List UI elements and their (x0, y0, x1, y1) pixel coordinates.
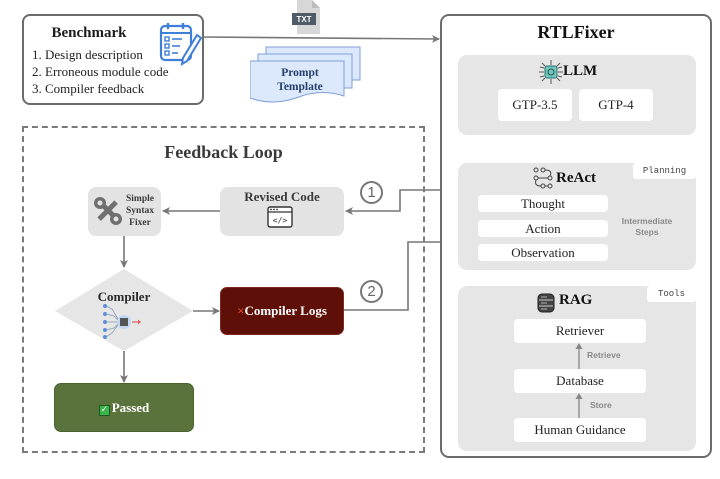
benchmark-title: Benchmark (51, 25, 127, 41)
prompt-template-label: Prompt Template (262, 66, 338, 94)
txt-file-icon (292, 0, 320, 34)
store-edge-label: Store (590, 400, 612, 410)
model-gtp-4: GTP-4 (579, 89, 653, 121)
benchmark-box: Benchmark 1. Design description 2. Erron… (22, 14, 204, 105)
ssf-line: Syntax (126, 206, 154, 216)
passed-label: ✓Passed (54, 400, 194, 416)
code-window-icon: </> (267, 206, 293, 228)
retrieve-edge-label: Retrieve (587, 350, 621, 360)
chip-icon (103, 304, 141, 339)
tools-tag: Tools (647, 286, 696, 302)
feedback-loop-title: Feedback Loop (164, 142, 283, 162)
intermediate-steps-label: Intermediate Steps (612, 216, 682, 238)
llm-panel (458, 55, 696, 135)
rag-node-retriever: Retriever (514, 319, 646, 343)
rag-edge-arrows (575, 343, 583, 418)
benchmark-to-rtlfixer-arrow (203, 34, 440, 43)
revised-code-label: Revised Code (244, 189, 320, 204)
intermediate-steps-line: Intermediate (621, 216, 673, 226)
benchmark-item: 2. Erroneous module code (32, 64, 169, 79)
compiler-logs-text: Compiler Logs (244, 303, 327, 318)
prompt-template-icon (250, 46, 361, 103)
rag-title: RAG (559, 292, 593, 308)
feedback-loop-container (22, 126, 425, 453)
checklist-pencil-icon (159, 23, 203, 66)
step-1-badge: 1 (360, 181, 383, 204)
model-gtp-3.5: GTP-3.5 (498, 89, 572, 121)
ssf-line: Fixer (129, 218, 151, 228)
database-icon (537, 293, 555, 313)
llm-title: LLM (563, 63, 598, 79)
benchmark-item: 3. Compiler feedback (32, 81, 145, 96)
intermediate-steps-line: Steps (635, 227, 659, 237)
error-x-icon: × (237, 303, 245, 318)
compiler-label: Compiler (97, 289, 151, 304)
prompt-template-line: Prompt (281, 67, 319, 79)
rtlfixer-title: RTLFixer (537, 22, 615, 42)
simple-syntax-fixer-box (88, 187, 161, 236)
rag-node-database: Database (514, 369, 646, 393)
svg-text:</>: </> (273, 216, 288, 225)
react-step-observation: Observation (478, 244, 608, 261)
planning-tag: Planning (633, 163, 696, 179)
simple-syntax-fixer-label: Simple Syntax Fixer (120, 193, 160, 229)
rag-node-human-guidance: Human Guidance (514, 418, 646, 442)
checkbox-check-icon: ✓ (98, 405, 110, 416)
compiler-logs-label: ×Compiler Logs (220, 303, 344, 319)
passed-box (54, 383, 194, 432)
ssf-line: Simple (126, 194, 154, 204)
passed-text: Passed (111, 400, 150, 415)
workflow-icon (533, 167, 553, 189)
compiler-logs-box (220, 287, 344, 335)
react-step-thought: Thought (478, 195, 608, 212)
react-step-action: Action (478, 220, 608, 237)
wrench-icon (94, 197, 122, 225)
ai-chip-icon (539, 60, 563, 84)
benchmark-item: 1. Design description (32, 47, 143, 62)
react-title: ReAct (556, 170, 596, 186)
prompt-template-line: Template (277, 81, 323, 93)
txt-file-label: TXT (296, 15, 312, 24)
step-2-badge: 2 (360, 280, 383, 303)
